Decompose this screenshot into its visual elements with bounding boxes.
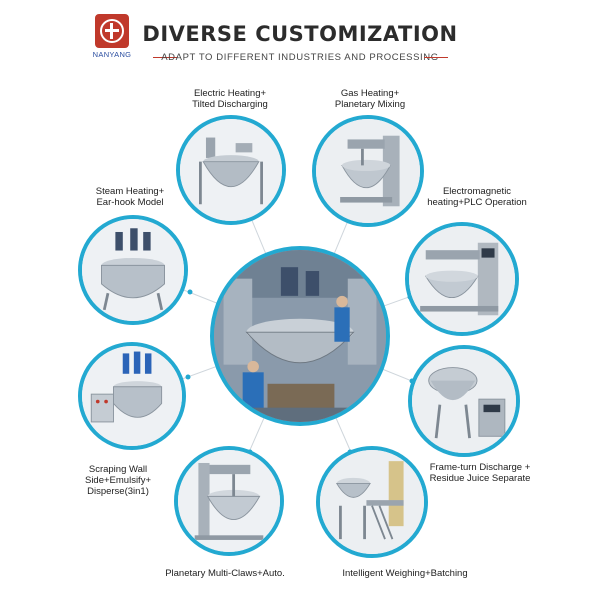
label-steam-heating: Steam Heating+Ear-hook Model bbox=[95, 186, 165, 208]
machine-image-gas-heating bbox=[312, 115, 424, 227]
page-title: DIVERSE CUSTOMIZATION bbox=[142, 22, 458, 46]
page-subtitle: ADAPT TO DIFFERENT INDUSTRIES AND PROCES… bbox=[161, 52, 439, 63]
subtitle-rule-left bbox=[153, 57, 177, 58]
factory-workshop-image bbox=[210, 246, 390, 426]
machine-image-intelligent-weighing bbox=[316, 446, 428, 558]
label-frame-turn: Frame-turn Discharge +Residue Juice Sepa… bbox=[429, 462, 531, 484]
label-planetary-multi-claws: Planetary Multi-Claws+Auto. bbox=[165, 568, 285, 579]
machine-image-scraping-wall bbox=[78, 342, 186, 450]
nanyang-logo-icon bbox=[95, 14, 129, 48]
brand-name: NANYANG bbox=[92, 50, 132, 59]
machine-image-electromagnetic bbox=[405, 222, 519, 336]
machine-image-steam-heating bbox=[78, 215, 188, 325]
subtitle-rule-right bbox=[424, 57, 448, 58]
machine-image-planetary-multi-claws bbox=[174, 446, 284, 556]
label-gas-heating: Gas Heating+Planetary Mixing bbox=[334, 88, 406, 110]
machine-image-electric-heating bbox=[176, 115, 286, 225]
label-electric-heating: Electric Heating+Tilted Discharging bbox=[192, 88, 268, 110]
brand-logo: NANYANG bbox=[82, 14, 142, 59]
label-intelligent-weighing: Intelligent Weighing+Batching bbox=[342, 568, 468, 579]
machine-image-frame-turn bbox=[408, 345, 520, 457]
